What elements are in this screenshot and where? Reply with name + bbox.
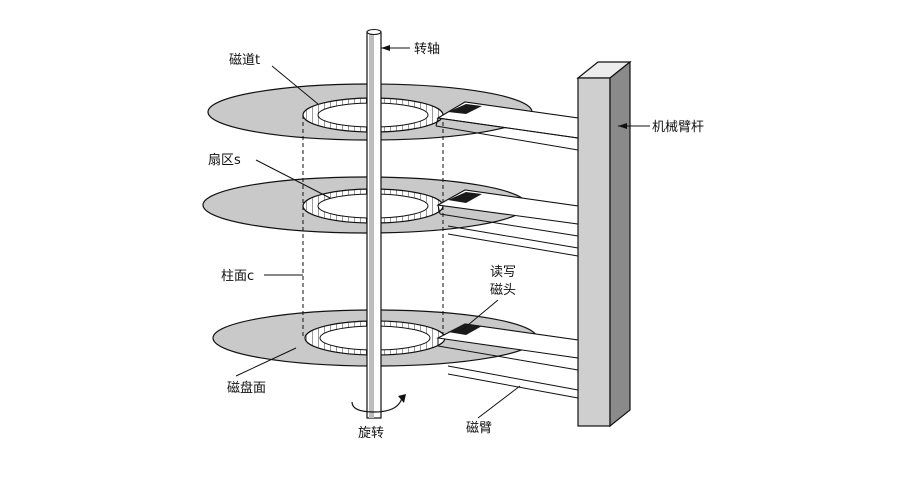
- label-rotation: 旋转: [358, 426, 384, 441]
- leader-surface: [235, 347, 297, 377]
- arm-bottom: [436, 323, 579, 399]
- rotation-arrow: [351, 394, 406, 413]
- cylinder-outline: [302, 115, 444, 338]
- actuator-post: [576, 60, 632, 428]
- read-write-head-bottom: [448, 324, 482, 335]
- arm-middle: [436, 189, 579, 257]
- leader-sector: [255, 159, 331, 199]
- label-head-line2: 磁头: [490, 283, 516, 298]
- leader-arm: [477, 385, 521, 419]
- read-write-head-middle: [448, 192, 482, 203]
- leader-head: [461, 299, 499, 331]
- label-head-line1: 读写: [490, 265, 516, 280]
- label-spindle: 转轴: [414, 42, 440, 57]
- label-sector: 扇区s: [208, 152, 241, 168]
- label-actuator-arm: 机械臂杆: [652, 120, 704, 135]
- label-cylinder: 柱面c: [221, 269, 254, 284]
- label-track: 磁道t: [229, 53, 260, 68]
- read-write-head-top: [448, 104, 482, 114]
- leader-track: [271, 65, 319, 105]
- label-platter-surface: 磁盘面: [227, 380, 266, 396]
- label-arm: 磁臂: [466, 421, 492, 436]
- spindle: [366, 29, 382, 419]
- arm-top: [435, 101, 579, 151]
